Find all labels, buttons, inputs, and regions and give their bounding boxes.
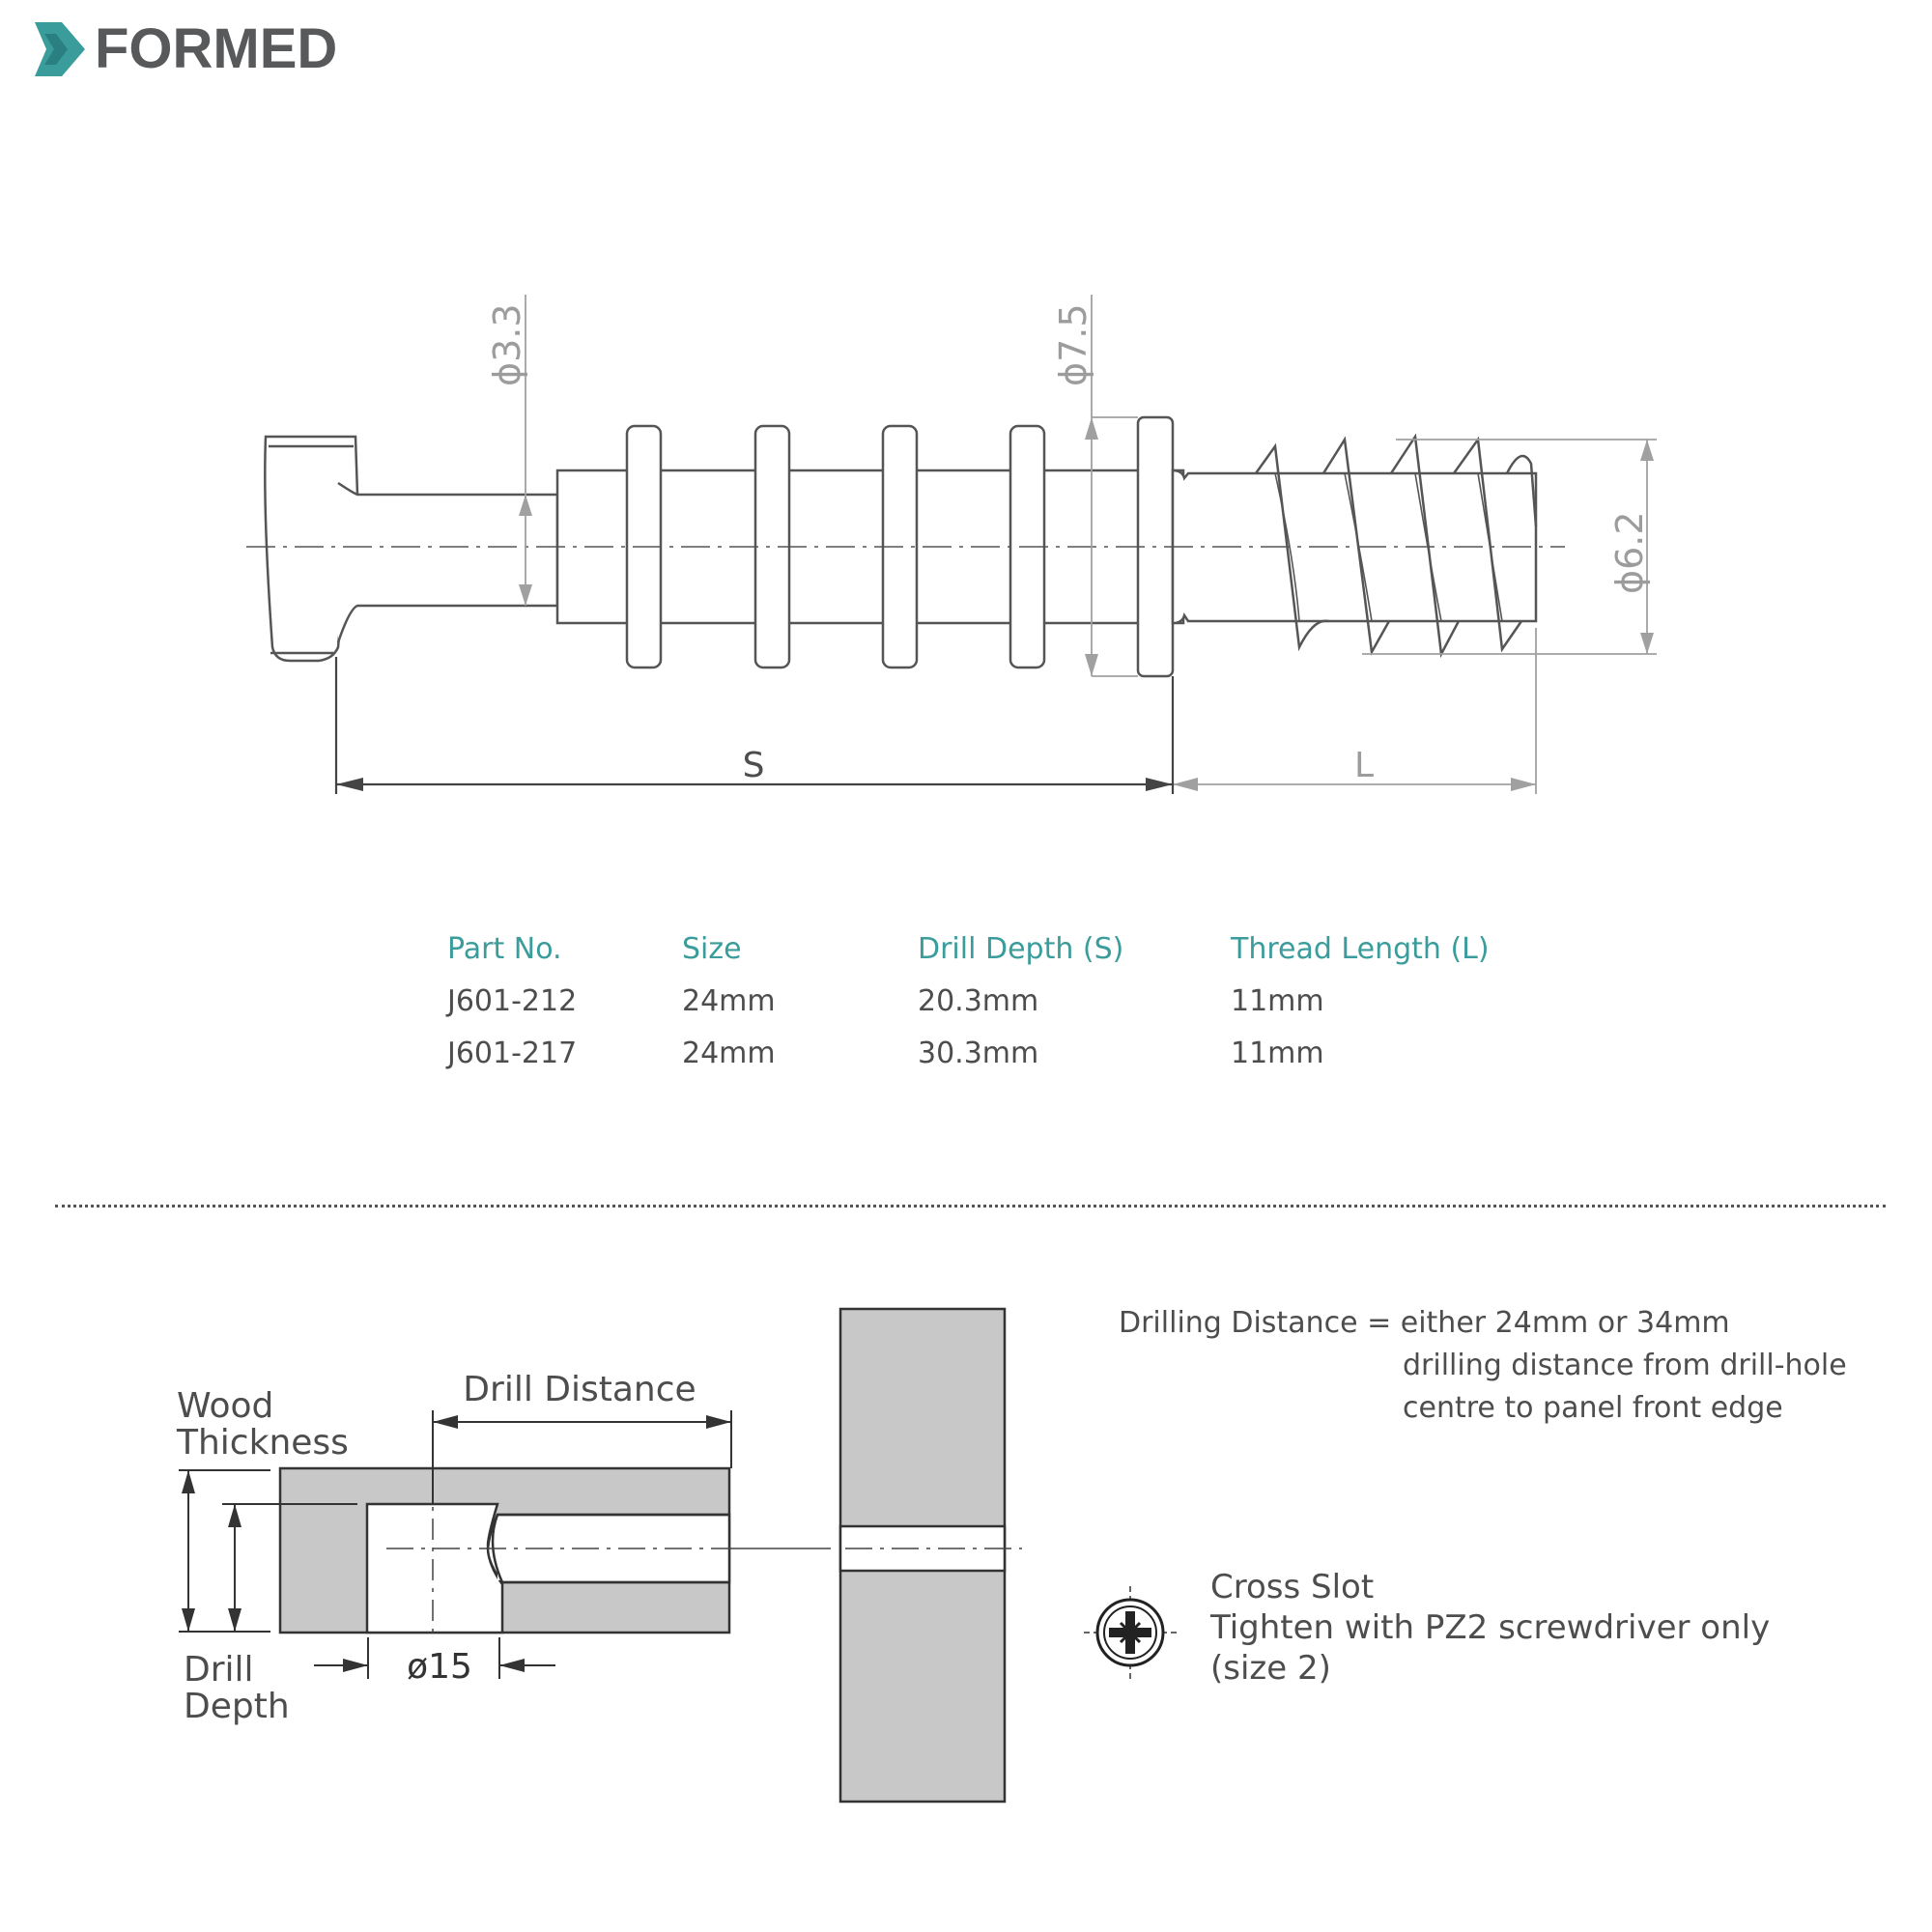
specs-table: Part No. Size Drill Depth (S) Thread Len… <box>447 923 1520 1079</box>
cell-thread-length: 11mm <box>1231 983 1324 1018</box>
dim-diameter-3-3: ϕ3.3 <box>486 304 528 387</box>
cell-drill-depth: 20.3mm <box>918 983 1039 1018</box>
header-part-no: Part No. <box>447 931 562 966</box>
cell-part-no: J601-212 <box>447 983 578 1018</box>
logo-chevron-icon <box>35 22 85 76</box>
drill-hole <box>365 1502 504 1634</box>
wood-label: Wood <box>177 1386 273 1426</box>
thread-core <box>1171 469 1538 625</box>
thickness-label: Thickness <box>176 1423 349 1463</box>
header-thread-length: Thread Length (L) <box>1231 931 1490 966</box>
cell-size: 24mm <box>682 983 776 1018</box>
dim-diameter-7-5: ϕ7.5 <box>1052 304 1094 387</box>
cross-slot-icon <box>1084 1586 1177 1679</box>
drilling-note-line-3: centre to panel front edge <box>1403 1391 1783 1425</box>
section-divider <box>55 1205 1886 1208</box>
drilling-note-line-2: drilling distance from drill-hole <box>1403 1349 1847 1382</box>
dim-label-l: L <box>1354 746 1374 785</box>
specs-header-row: Part No. Size Drill Depth (S) Thread Len… <box>447 923 1520 975</box>
drill-distance-label: Drill Distance <box>463 1370 696 1409</box>
header-size: Size <box>682 931 742 966</box>
fastener-drawing: ϕ3.3 ϕ7.5 ϕ6.2 S L <box>246 295 1657 794</box>
drilling-note-line-1: Drilling Distance = either 24mm or 34mm <box>1119 1306 1730 1340</box>
dim-label-s: S <box>743 746 765 785</box>
drill-label: Drill <box>184 1650 254 1690</box>
cross-slot-line-2: (size 2) <box>1210 1649 1331 1688</box>
dim-diameter-6-2: ϕ6.2 <box>1608 512 1651 595</box>
cross-slot-note: Cross Slot Tighten with PZ2 screwdriver … <box>1210 1567 1770 1689</box>
cell-thread-length: 11mm <box>1231 1036 1324 1070</box>
table-row: J601-212 24mm 20.3mm 11mm <box>447 975 1520 1027</box>
table-row: J601-217 24mm 30.3mm 11mm <box>447 1027 1520 1079</box>
brand-name: FORMED <box>95 17 338 80</box>
cell-part-no: J601-217 <box>447 1036 578 1070</box>
installation-drawing: Drill Distance Wood Thickness Drill Dept… <box>176 1307 1022 1804</box>
brand-logo: FORMED <box>29 19 337 79</box>
depth-label: Depth <box>184 1687 290 1726</box>
cell-drill-depth: 30.3mm <box>918 1036 1039 1070</box>
header-drill-depth: Drill Depth (S) <box>918 931 1124 966</box>
cross-slot-title: Cross Slot <box>1210 1568 1375 1606</box>
cross-slot-line-1: Tighten with PZ2 screwdriver only <box>1210 1608 1771 1647</box>
drilling-distance-note: Drilling Distance = either 24mm or 34mm … <box>1119 1302 1847 1430</box>
cell-size: 24mm <box>682 1036 776 1070</box>
diameter-15-label: ø15 <box>407 1647 472 1687</box>
